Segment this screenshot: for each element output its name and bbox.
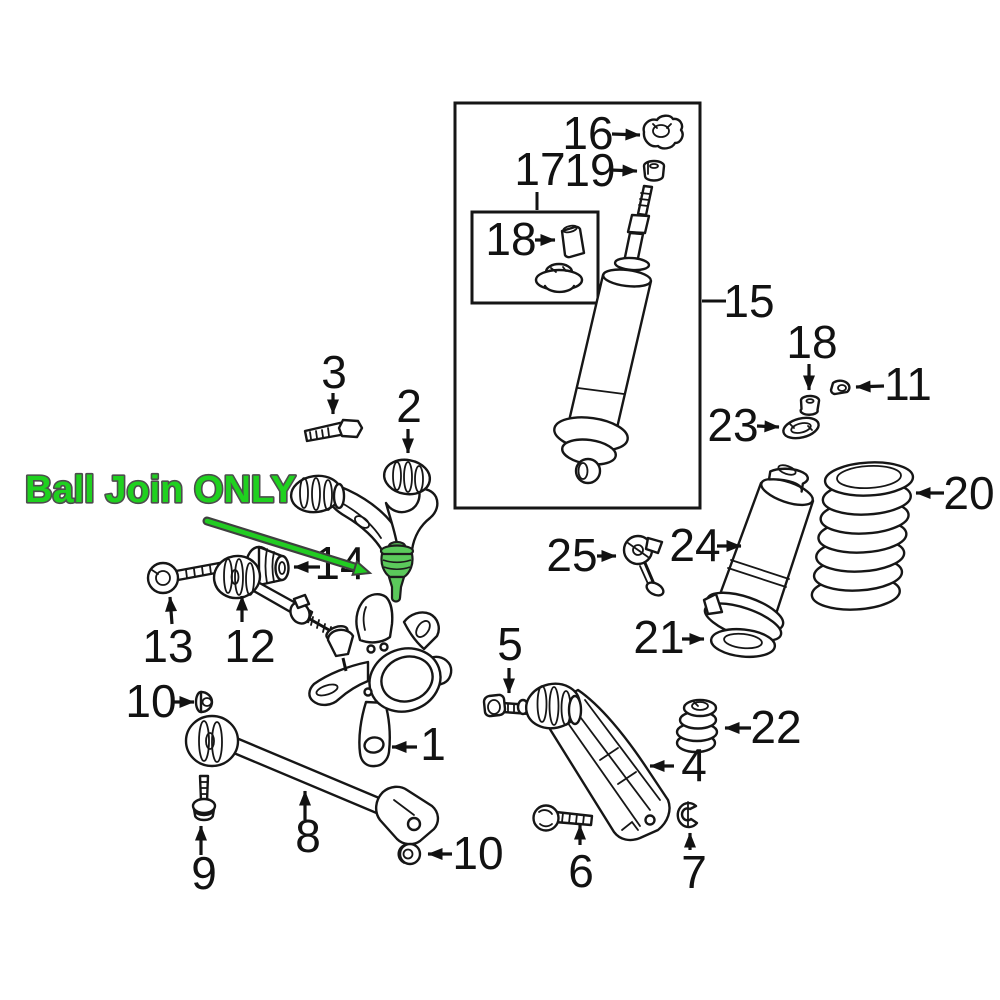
- callout-16: 16: [562, 107, 641, 159]
- shock-absorber-part: [553, 184, 654, 485]
- callout-24-label: 24: [669, 519, 720, 571]
- bolt-13-part: [146, 559, 234, 595]
- spring-seat-part: [702, 464, 815, 642]
- ball-joint-highlighted-part: [379, 540, 415, 603]
- callout-4-label: 4: [681, 739, 707, 791]
- callout-23: 23: [707, 399, 780, 451]
- callout-18-inner: 18: [485, 213, 556, 265]
- callout-24: 24: [669, 519, 742, 571]
- lock-nut-part: [642, 159, 666, 182]
- ball-joint-annotation: Ball Join ONLY: [23, 467, 373, 577]
- callout-6-label: 6: [568, 845, 594, 897]
- callout-13-label: 13: [142, 620, 193, 672]
- callout-8: 8: [295, 790, 321, 862]
- callout-19: 19: [564, 144, 638, 196]
- callout-16-arrow: [611, 128, 641, 141]
- callout-16-label: 16: [562, 107, 613, 159]
- insulator-washer-part: [709, 627, 777, 659]
- nut-10a-part: [194, 690, 214, 714]
- callout-3: 3: [321, 346, 347, 415]
- callout-18-right-label: 18: [786, 316, 837, 368]
- callout-2-label: 2: [396, 380, 422, 432]
- callout-13: 13: [142, 596, 194, 672]
- callout-3-label: 3: [321, 346, 347, 398]
- bump-stop-part: [675, 698, 719, 754]
- nut-18-part: [799, 394, 821, 416]
- callout-17: 17: [514, 143, 566, 210]
- annotation-leader-arrowhead: [351, 559, 373, 577]
- callout-1-label: 1: [420, 718, 446, 770]
- callout-7: 7: [681, 832, 707, 898]
- callout-19-label: 19: [564, 144, 615, 196]
- callout-1: 1: [391, 718, 446, 770]
- callout-17-label: 17: [514, 143, 565, 195]
- callout-22-label: 22: [750, 701, 801, 753]
- callout-10a-label: 10: [125, 675, 176, 727]
- callout-20: 20: [915, 467, 995, 519]
- callout-11-label: 11: [884, 358, 932, 410]
- callout-7-label: 7: [681, 846, 707, 898]
- bolt-3-part: [303, 418, 364, 443]
- washer-23-part: [782, 416, 820, 440]
- callout-23-arrow: [756, 420, 780, 433]
- callout-13-arrow: [165, 596, 178, 625]
- callout-9: 9: [191, 825, 217, 899]
- callout-6: 6: [568, 824, 594, 897]
- callout-11-arrow: [855, 380, 885, 393]
- callout-25: 25: [546, 529, 617, 581]
- callout-9-label: 9: [191, 847, 217, 899]
- bolt-5-part: [482, 693, 532, 718]
- callout-21-label: 21: [633, 611, 684, 663]
- bolt-6-part: [532, 804, 594, 832]
- nut-10b-part: [397, 842, 422, 866]
- callout-4: 4: [649, 739, 707, 791]
- annotation-text: Ball Join ONLY: [25, 469, 296, 511]
- callout-25-label: 25: [546, 529, 597, 581]
- strut-rod-part: [184, 714, 440, 846]
- callout-12-label: 12: [224, 620, 275, 672]
- bolt-9-part: [191, 774, 217, 822]
- clip-7-part: [676, 801, 699, 829]
- callout-22: 22: [724, 701, 802, 753]
- callout-20-label: 20: [943, 467, 994, 519]
- callout-21: 21: [633, 611, 705, 663]
- callout-10a: 10: [125, 675, 195, 727]
- callout-5: 5: [497, 618, 523, 694]
- callout-18-inner-label: 18: [485, 213, 536, 265]
- annotation-leader-line: [204, 518, 361, 571]
- callout-19-arrow: [609, 164, 638, 177]
- callout-12: 12: [224, 595, 276, 672]
- support-flange-nut-part: [642, 114, 684, 150]
- knuckle-part: [308, 592, 453, 768]
- callout-5-label: 5: [497, 618, 523, 670]
- callout-23-label: 23: [707, 399, 758, 451]
- callout-15: 15: [702, 275, 775, 327]
- nut-11-part: [829, 379, 851, 396]
- callout-11: 11: [855, 358, 932, 410]
- callout-8-label: 8: [295, 810, 321, 862]
- sensor-link-part: [622, 534, 665, 597]
- lower-control-arm-part: [516, 682, 671, 842]
- callout-10b-label: 10: [452, 827, 503, 879]
- callout-15-label: 15: [723, 275, 774, 327]
- callout-2: 2: [396, 380, 422, 454]
- cushion-kit-part: [534, 224, 586, 294]
- callout-18-right: 18: [786, 316, 838, 391]
- callout-10b: 10: [427, 827, 504, 879]
- coil-spring-part: [810, 461, 915, 611]
